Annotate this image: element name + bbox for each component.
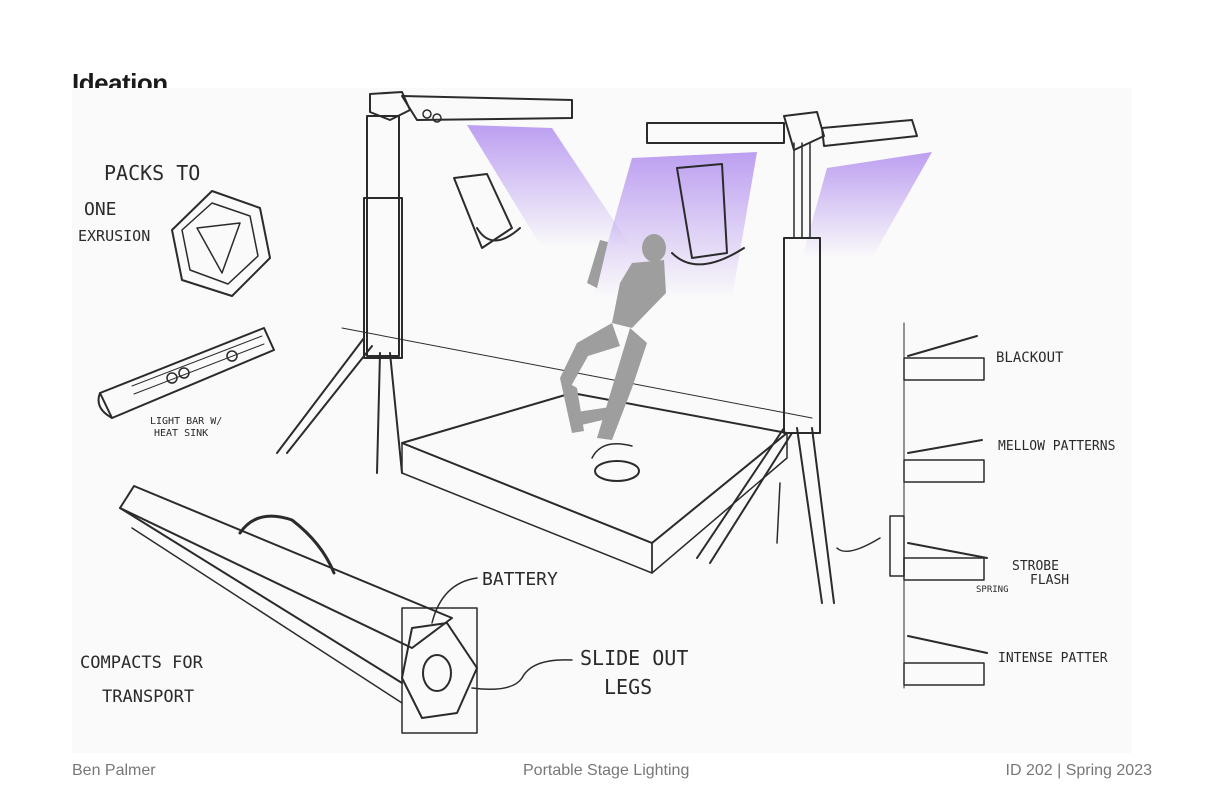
- mode-strobe-2: FLASH: [1030, 573, 1069, 588]
- spring-label: SPRING: [976, 585, 1009, 595]
- mode-mellow: MELLOW PATTERNS: [998, 439, 1115, 454]
- compacts-label-1: COMPACTS FOR: [80, 653, 204, 673]
- slide-label-1: SLIDE OUT: [580, 646, 688, 670]
- footer-author: Ben Palmer: [72, 762, 156, 780]
- footer-project: Portable Stage Lighting: [523, 762, 689, 780]
- slide-label-2: LEGS: [604, 675, 652, 699]
- lightbar-label-2: HEAT SINK: [154, 428, 208, 439]
- mode-strobe-1: STROBE: [1012, 559, 1059, 574]
- ideation-sketch: PACKS TO ONE EXRUSION LIGHT BAR W/ HEAT …: [72, 88, 1132, 753]
- battery-label: BATTERY: [482, 569, 558, 590]
- lightbar-label-1: LIGHT BAR W/: [150, 416, 222, 427]
- mode-blackout: BLACKOUT: [996, 350, 1064, 366]
- footer-course: ID 202 | Spring 2023: [1006, 762, 1152, 780]
- packs-label-3: EXRUSION: [78, 227, 150, 245]
- packs-label-2: ONE: [84, 199, 117, 220]
- mode-intense: INTENSE PATTER: [998, 651, 1108, 666]
- packs-label-1: PACKS TO: [104, 161, 200, 185]
- compacts-label-2: TRANSPORT: [102, 687, 194, 707]
